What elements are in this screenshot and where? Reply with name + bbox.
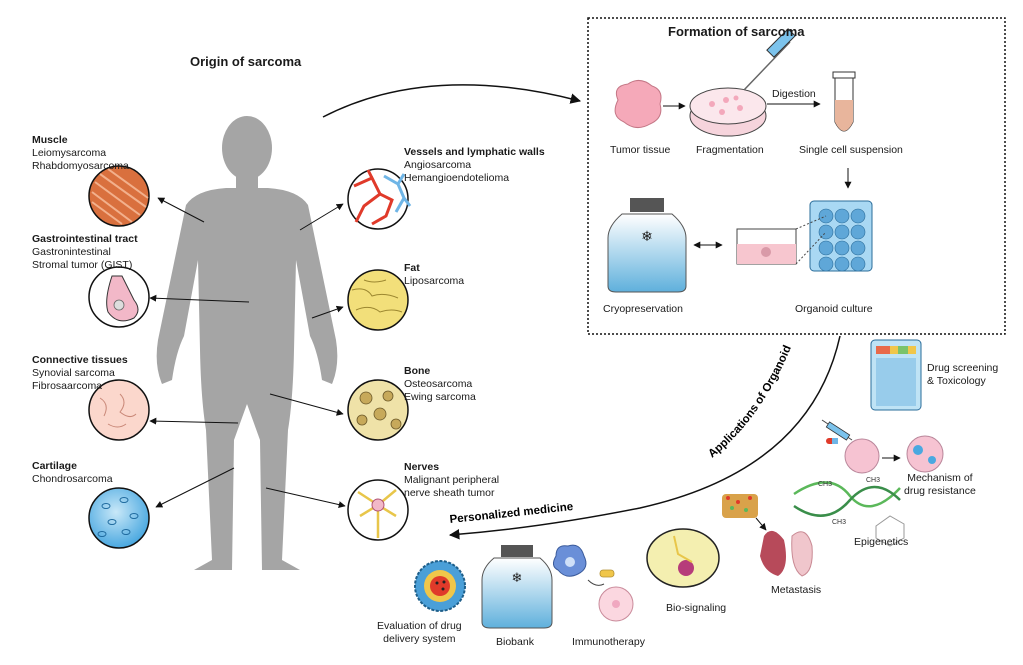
drug-screening-plate-image [870, 339, 922, 411]
drug-delivery-liposome-image [414, 560, 466, 612]
step-single-cell-suspension: Single cell suspension [799, 144, 903, 156]
sarcoma-type: Leiomysarcoma [32, 147, 107, 159]
biobank-jar-image: ❄ [481, 545, 553, 629]
dna-mark: CH3 [832, 519, 846, 526]
dna-mark: CH3 [818, 481, 832, 488]
formation-title: Formation of sarcoma [668, 24, 805, 39]
resistance-organoids-image [821, 419, 944, 474]
sarcoma-type: Liposarcoma [404, 275, 465, 287]
sarcoma-type: Fibrosaarcoma [32, 380, 103, 392]
tissue-name: Fat [404, 262, 420, 274]
bone-tissue-image [347, 379, 409, 441]
formation-box [587, 17, 1006, 335]
step-digestion: Digestion [772, 88, 816, 100]
to-formation-arrow [322, 84, 582, 118]
tube-image [832, 71, 856, 132]
petri-dish-image [689, 87, 767, 137]
bio-signaling-cell-image [646, 528, 720, 588]
vessels-tissue-image [347, 168, 412, 230]
sarcoma-type: Gastronintestinal [32, 246, 111, 258]
tissue-label-muscle: Muscle Leiomysarcoma Rhabdomyosarcoma [32, 134, 129, 173]
muscle-tissue-image [88, 165, 150, 227]
svg-text:❄: ❄ [641, 229, 653, 245]
culture-well-zoom [736, 215, 827, 265]
bio-signaling-label: Bio-signaling [666, 602, 727, 614]
human-body-silhouette [156, 116, 338, 570]
sarcoma-type: Stromal tumor (GIST) [32, 259, 133, 271]
tissue-label-nerves: Nerves Malignant peripheral nerve sheath… [404, 461, 499, 500]
sarcoma-type: Synovial sarcoma [32, 367, 115, 379]
epigenetics-label: Epigenetics [854, 536, 909, 548]
sarcoma-type: Rhabdomyosarcoma [32, 160, 129, 172]
sarcoma-type: Hemangioendotelioma [404, 172, 510, 184]
tissue-label-bone: Bone Osteosarcoma Ewing sarcoma [404, 365, 476, 404]
metastasis-label: Metastasis [771, 584, 822, 596]
step-tumor-tissue: Tumor tissue [610, 144, 671, 156]
tissue-label-connective: Connective tissues Synovial sarcoma Fibr… [32, 354, 128, 393]
tissue-arrows [149, 197, 346, 509]
applications-arc [448, 335, 841, 540]
fat-tissue-image [347, 269, 409, 331]
drug-screening-label: Drug screening & Toxicology [927, 362, 999, 387]
cryo-jar-image: ❄ [607, 198, 687, 293]
step-fragmentation: Fragmentation [696, 144, 764, 156]
pipette-icon [743, 28, 796, 91]
tissue-name: Muscle [32, 134, 68, 146]
sarcoma-type: Osteosarcoma [404, 378, 473, 390]
tissue-name: Gastrointestinal tract [32, 233, 138, 245]
tissue-name: Bone [404, 365, 431, 377]
nerve-tissue-image [347, 479, 409, 541]
tissue-name: Cartilage [32, 460, 77, 472]
tissue-label-gi: Gastrointestinal tract Gastronintestinal… [32, 233, 138, 272]
tissue-name: Nerves [404, 461, 440, 473]
origin-title: Origin of sarcoma [190, 54, 302, 69]
tissue-label-cartilage: Cartilage Chondrosarcoma [32, 460, 113, 486]
step-cryopreservation: Cryopreservation [603, 303, 683, 315]
dna-mark: CH3 [866, 477, 880, 484]
tissue-name: Connective tissues [32, 354, 128, 366]
tissue-label-vessels: Vessels and lymphatic walls Angiosarcoma… [404, 146, 545, 185]
tissue-label-fat: Fat Liposarcoma [404, 262, 464, 288]
sarcoma-type: Ewing sarcoma [404, 391, 476, 403]
stomach-image [88, 266, 150, 328]
svg-text:❄: ❄ [512, 571, 523, 586]
tumor-tissue-image [614, 80, 662, 128]
epigenetics-dna-image: CH3 CH3 CH3 [793, 477, 905, 547]
well-plate-image [809, 200, 873, 272]
resistance-label: Mechanism of drug resistance [904, 472, 976, 497]
sarcoma-type: Malignant peripheral [404, 474, 500, 486]
sarcoma-type: Chondrosarcoma [32, 473, 113, 485]
cartilage-tissue-image [88, 487, 150, 549]
drug-delivery-label: Evaluation of drug delivery system [377, 620, 462, 645]
sarcoma-type: Angiosarcoma [404, 159, 472, 171]
tissue-name: Vessels and lymphatic walls [404, 146, 545, 158]
sarcoma-type: nerve sheath tumor [404, 487, 495, 499]
metastasis-image [722, 494, 813, 577]
connective-tissue-image [88, 379, 150, 441]
immunotherapy-label: Immunotherapy [572, 636, 645, 648]
biobank-label: Biobank [496, 636, 534, 648]
step-organoid-culture: Organoid culture [795, 303, 873, 315]
immunotherapy-image [552, 544, 634, 622]
